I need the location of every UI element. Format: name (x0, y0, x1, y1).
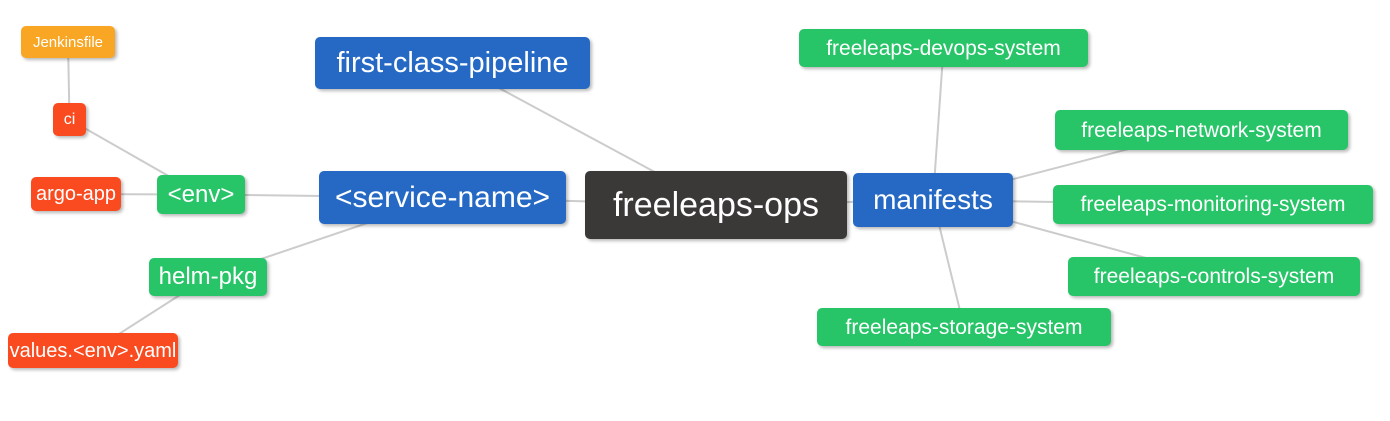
node-network-system[interactable]: freeleaps-network-system (1055, 110, 1348, 150)
node-controls-system[interactable]: freeleaps-controls-system (1068, 257, 1360, 296)
node-freeleaps-ops[interactable]: freeleaps-ops (585, 171, 847, 239)
node-ci[interactable]: ci (53, 103, 86, 136)
node-env[interactable]: <env> (157, 175, 245, 214)
node-first-class-pipeline[interactable]: first-class-pipeline (315, 37, 590, 89)
node-storage-system[interactable]: freeleaps-storage-system (817, 308, 1111, 346)
node-argo-app[interactable]: argo-app (31, 177, 121, 211)
node-devops-system[interactable]: freeleaps-devops-system (799, 29, 1088, 67)
node-values-env-yaml[interactable]: values.<env>.yaml (8, 333, 178, 368)
node-jenkinsfile[interactable]: Jenkinsfile (21, 26, 115, 58)
node-manifests[interactable]: manifests (853, 173, 1013, 227)
node-service-name[interactable]: <service-name> (319, 171, 566, 224)
node-monitoring-system[interactable]: freeleaps-monitoring-system (1053, 185, 1373, 224)
node-helm-pkg[interactable]: helm-pkg (149, 258, 267, 296)
